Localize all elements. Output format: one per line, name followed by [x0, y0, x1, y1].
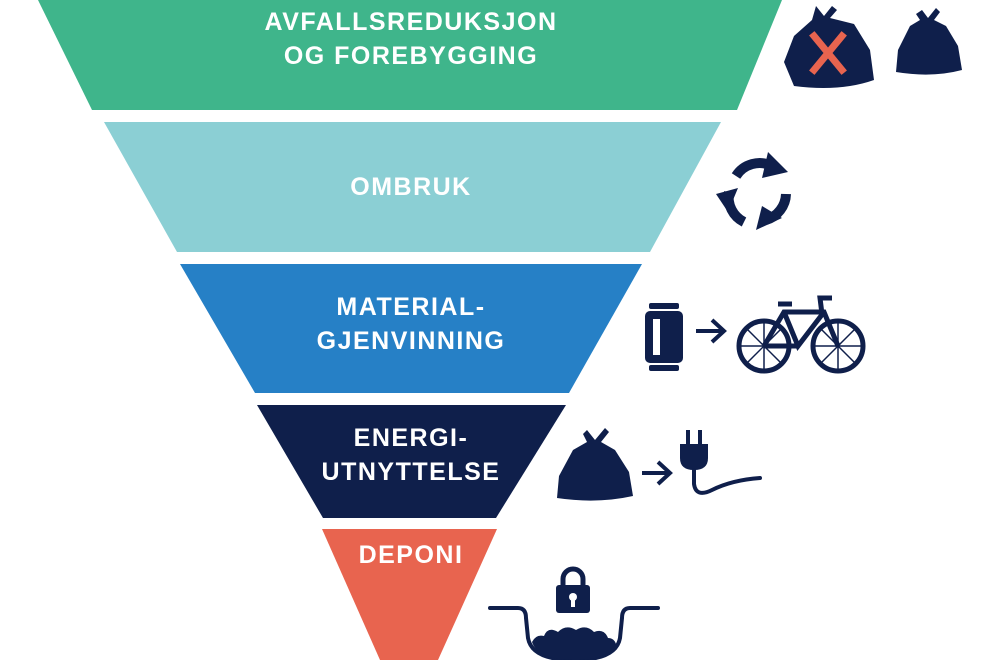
- can-icon: [645, 303, 683, 371]
- power-plug-icon: [680, 430, 762, 495]
- level-3-band: [180, 264, 642, 393]
- landfill-pit-icon: [488, 606, 660, 660]
- level-2-line1: OMBRUK: [350, 173, 472, 201]
- level-5-line1: DEPONI: [358, 541, 464, 569]
- level-2-band: [104, 122, 721, 252]
- level-3-line1: MATERIAL-: [336, 293, 486, 321]
- level-4-line1: ENERGI-: [353, 424, 469, 452]
- level-5-label: DEPONI: [359, 538, 464, 572]
- level-4-line2: UTNYTTELSE: [321, 458, 501, 486]
- level-2-label: OMBRUK: [350, 170, 472, 204]
- level-3-line2: GJENVINNING: [316, 327, 506, 355]
- waste-bag-icon: [896, 8, 962, 75]
- bicycle-icon: [736, 295, 866, 374]
- level-1-label: AVFALLSREDUKSJON OG FOREBYGGING: [264, 5, 557, 73]
- level-1-band: [38, 0, 782, 110]
- padlock-icon: [556, 566, 590, 613]
- waste-bag-icon: [557, 428, 633, 501]
- waste-bag-crossed-icon: [784, 6, 874, 88]
- arrow-right-icon: [696, 318, 727, 344]
- level-4-band: [257, 405, 566, 518]
- level-3-label: MATERIAL- GJENVINNING: [317, 290, 506, 358]
- level-5-band: [322, 529, 497, 660]
- level-4-label: ENERGI- UTNYTTELSE: [322, 421, 501, 489]
- level-1-line2: OG FOREBYGGING: [283, 42, 539, 70]
- arrow-right-icon: [642, 460, 673, 486]
- circular-arrows-icon: [716, 152, 791, 230]
- level-1-line1: AVFALLSREDUKSJON: [264, 8, 558, 36]
